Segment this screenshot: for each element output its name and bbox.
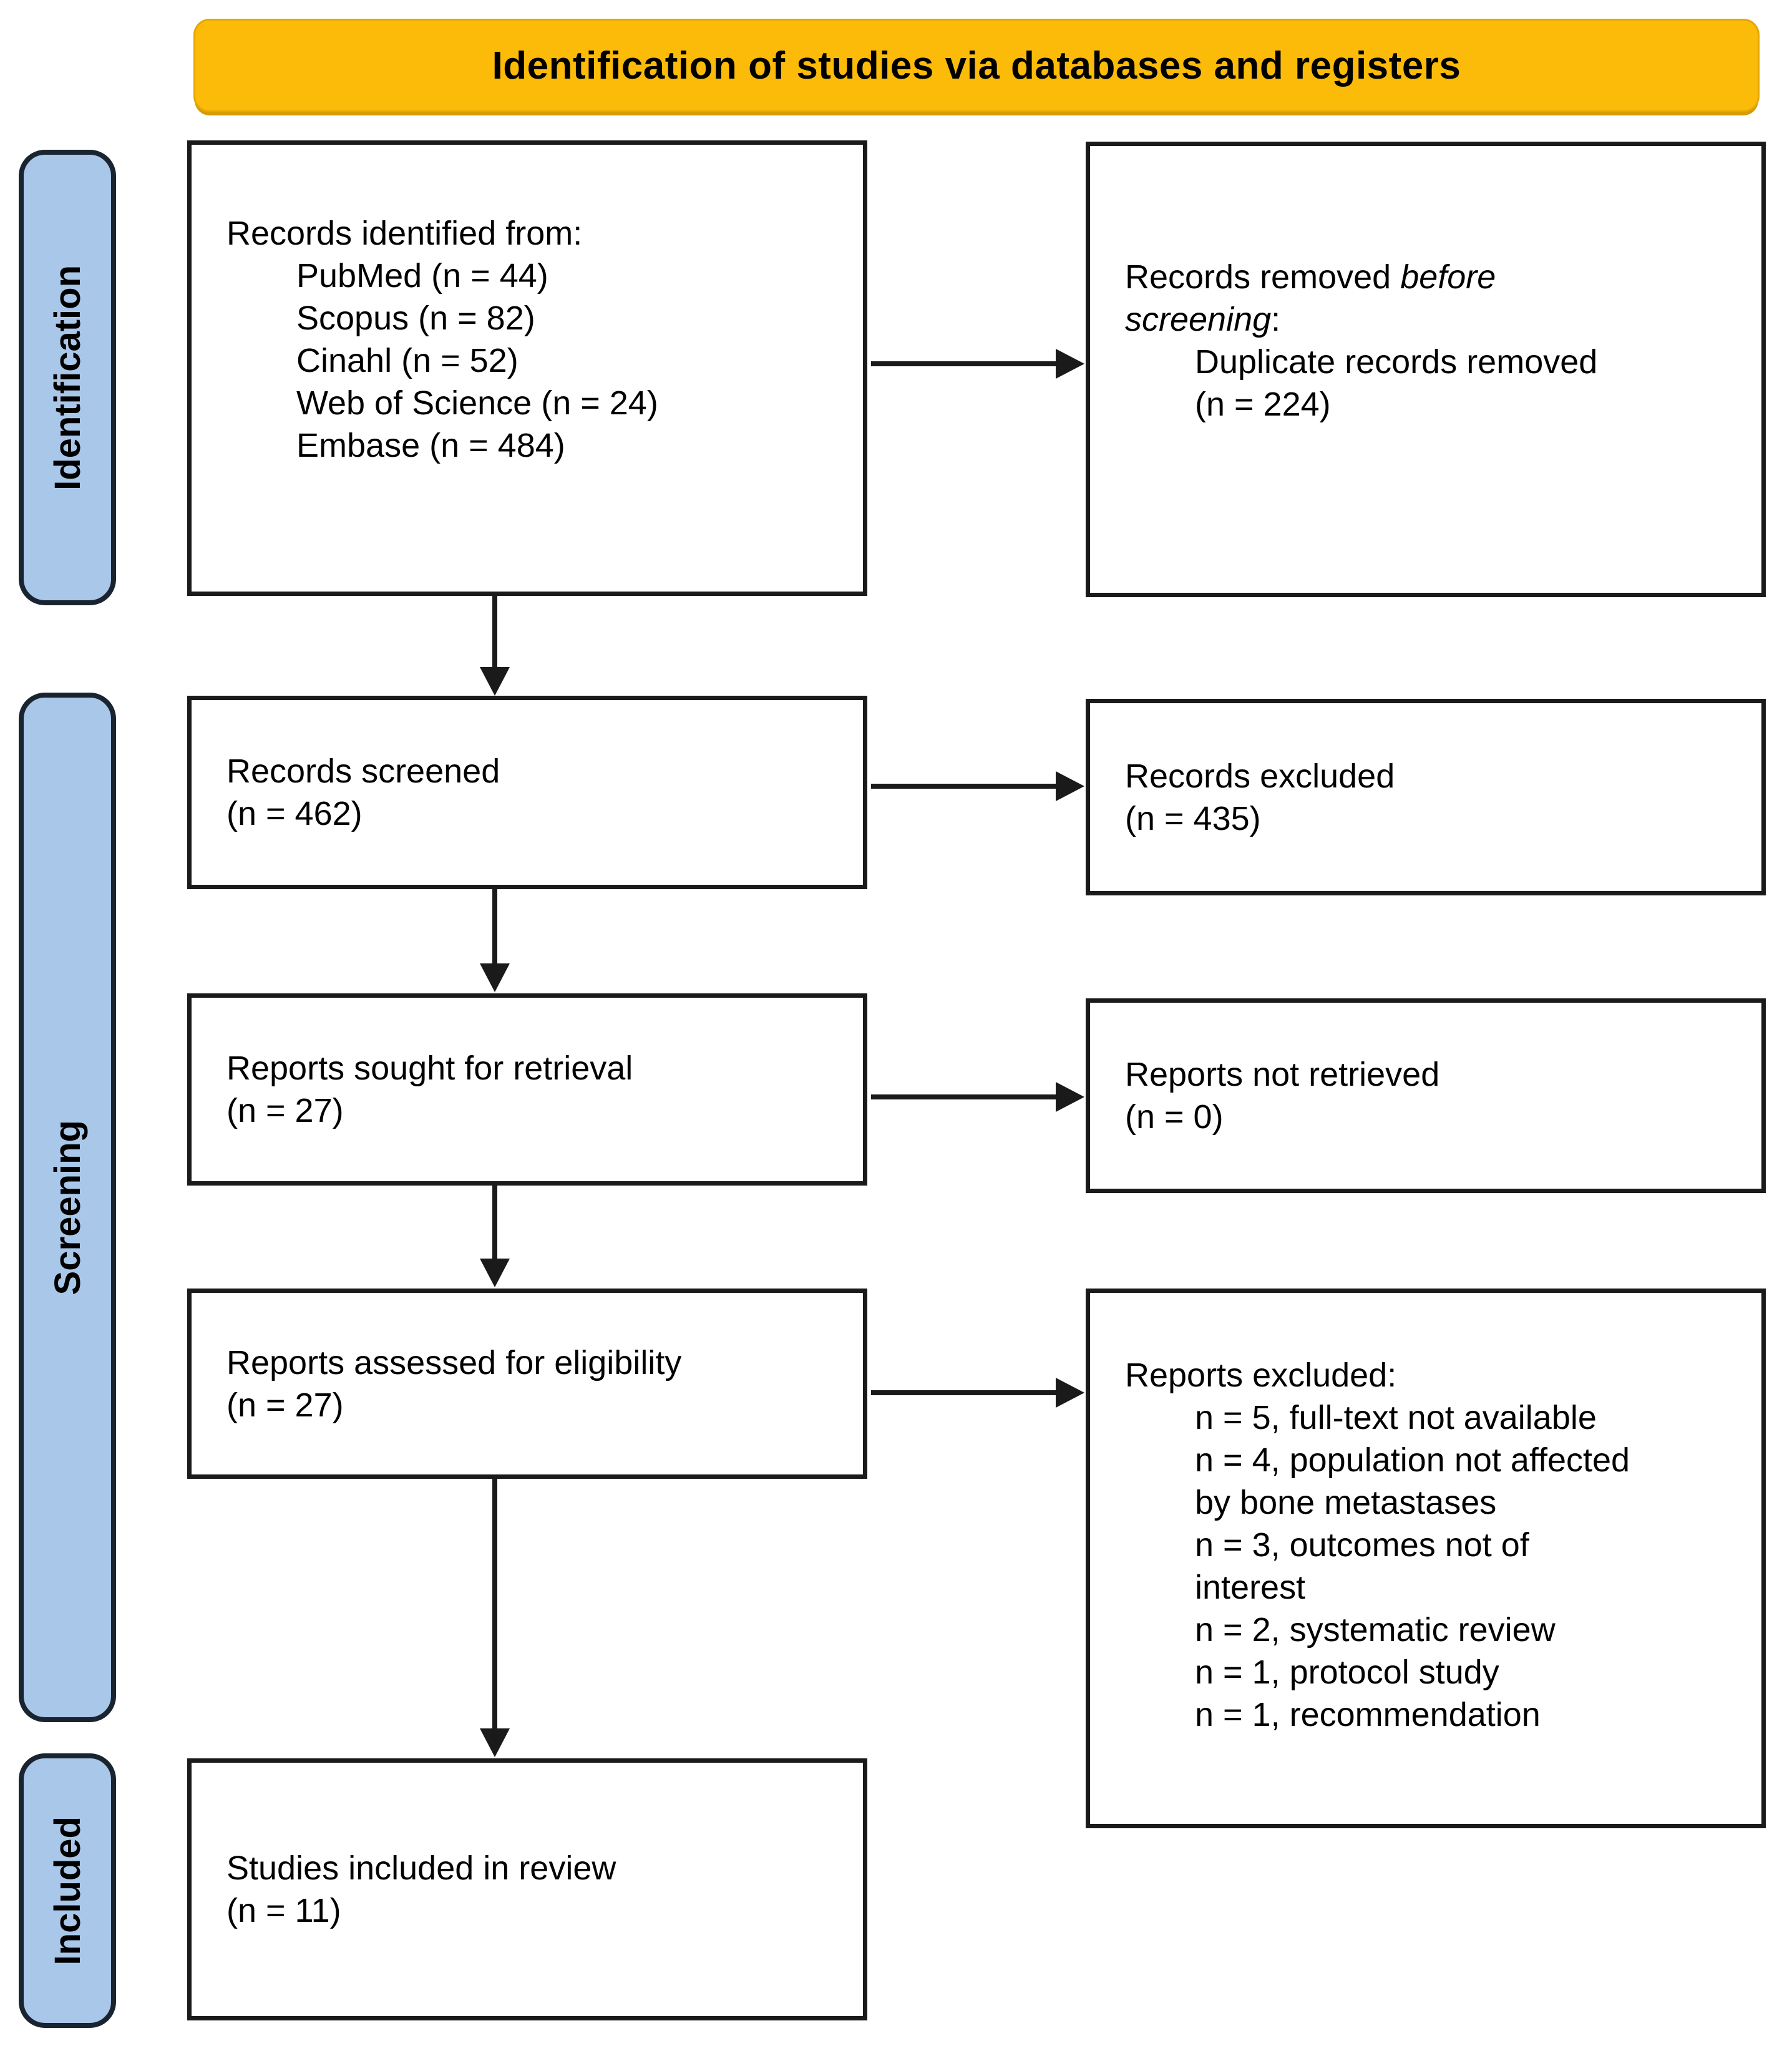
stage-label-screening: Screening [47,1119,88,1295]
arrow-sought-to-assessed [492,1186,497,1260]
stage-pill-screening: Screening [19,693,116,1722]
arrow-screened-to-sought [492,889,497,965]
excluded-reason-systematic-review: n = 2, systematic review [1195,1610,1556,1649]
records-screened-label: Records screened [226,753,500,790]
db-count-pubmed: PubMed (n = 44) [296,257,548,295]
removed-title-italic-screening: screening [1125,301,1272,338]
reports-assessed-count: (n = 27) [226,1386,344,1424]
reports-assessed-label: Reports assessed for eligibility [226,1343,682,1381]
db-count-cinahl: Cinahl (n = 52) [296,342,519,379]
records-screened-count: (n = 462) [226,795,363,832]
box-records-removed-before-screening: Records removed before screening: Duplic… [1086,142,1766,597]
db-count-embase: Embase (n = 484) [296,427,565,464]
arrow-assessed-to-reports-excluded [871,1390,1057,1395]
excluded-reason-population-line2: by bone metastases [1195,1483,1497,1521]
box-reports-sought: Reports sought for retrieval (n = 27) [187,993,867,1186]
removed-title-colon: : [1271,301,1281,338]
stage-label-identification: Identification [47,265,88,490]
records-excluded-label: Records excluded [1125,757,1395,795]
duplicates-removed-count: (n = 224) [1195,386,1331,423]
box-reports-excluded-reasons: Reports excluded: n = 5, full-text not a… [1086,1289,1766,1828]
box-records-identified-title: Records identified from: [226,215,583,252]
removed-title-normal: Records removed [1125,258,1401,296]
excluded-reason-fulltext: n = 5, full-text not available [1195,1398,1597,1436]
box-reports-assessed: Reports assessed for eligibility (n = 27… [187,1289,867,1479]
banner-identification-via-databases: Identification of studies via databases … [193,19,1760,112]
box-reports-not-retrieved: Reports not retrieved (n = 0) [1086,998,1766,1193]
box-records-identified: Records identified from: PubMed (n = 44)… [187,140,867,596]
stage-pill-included: Included [19,1753,116,2028]
arrow-screened-to-excluded [871,784,1057,789]
removed-title-italic-before: before [1400,258,1496,296]
arrow-sought-to-not-retrieved [871,1094,1057,1099]
stage-label-included: Included [47,1816,88,1966]
banner-title: Identification of studies via databases … [492,44,1461,87]
studies-included-label: Studies included in review [226,1849,616,1887]
db-count-web-of-science: Web of Science (n = 24) [296,384,658,422]
duplicates-removed-label: Duplicate records removed [1195,343,1598,381]
records-excluded-count: (n = 435) [1125,799,1261,837]
reports-sought-count: (n = 27) [226,1092,344,1129]
box-records-screened: Records screened (n = 462) [187,696,867,889]
arrow-identified-to-screened [492,596,497,668]
arrow-identified-to-removed [871,361,1057,366]
excluded-reason-outcomes-line1: n = 3, outcomes not of [1195,1526,1529,1564]
reports-not-retrieved-count: (n = 0) [1125,1098,1224,1136]
removed-title-line2: screening: [1125,298,1743,341]
reports-not-retrieved-label: Reports not retrieved [1125,1056,1440,1093]
db-count-scopus: Scopus (n = 82) [296,300,535,337]
excluded-reason-protocol-study: n = 1, protocol study [1195,1653,1499,1691]
excluded-reason-population-line1: n = 4, population not affected [1195,1441,1630,1479]
removed-title-line1: Records removed before [1125,256,1743,298]
box-studies-included: Studies included in review (n = 11) [187,1758,867,2020]
excluded-reason-outcomes-line2: interest [1195,1568,1306,1606]
stage-pill-identification: Identification [19,150,116,605]
reports-excluded-title: Reports excluded: [1125,1356,1397,1394]
box-records-excluded: Records excluded (n = 435) [1086,699,1766,895]
reports-sought-label: Reports sought for retrieval [226,1050,633,1087]
excluded-reason-recommendation: n = 1, recommendation [1195,1695,1541,1733]
studies-included-count: (n = 11) [226,1892,341,1929]
arrow-assessed-to-included [492,1479,497,1730]
